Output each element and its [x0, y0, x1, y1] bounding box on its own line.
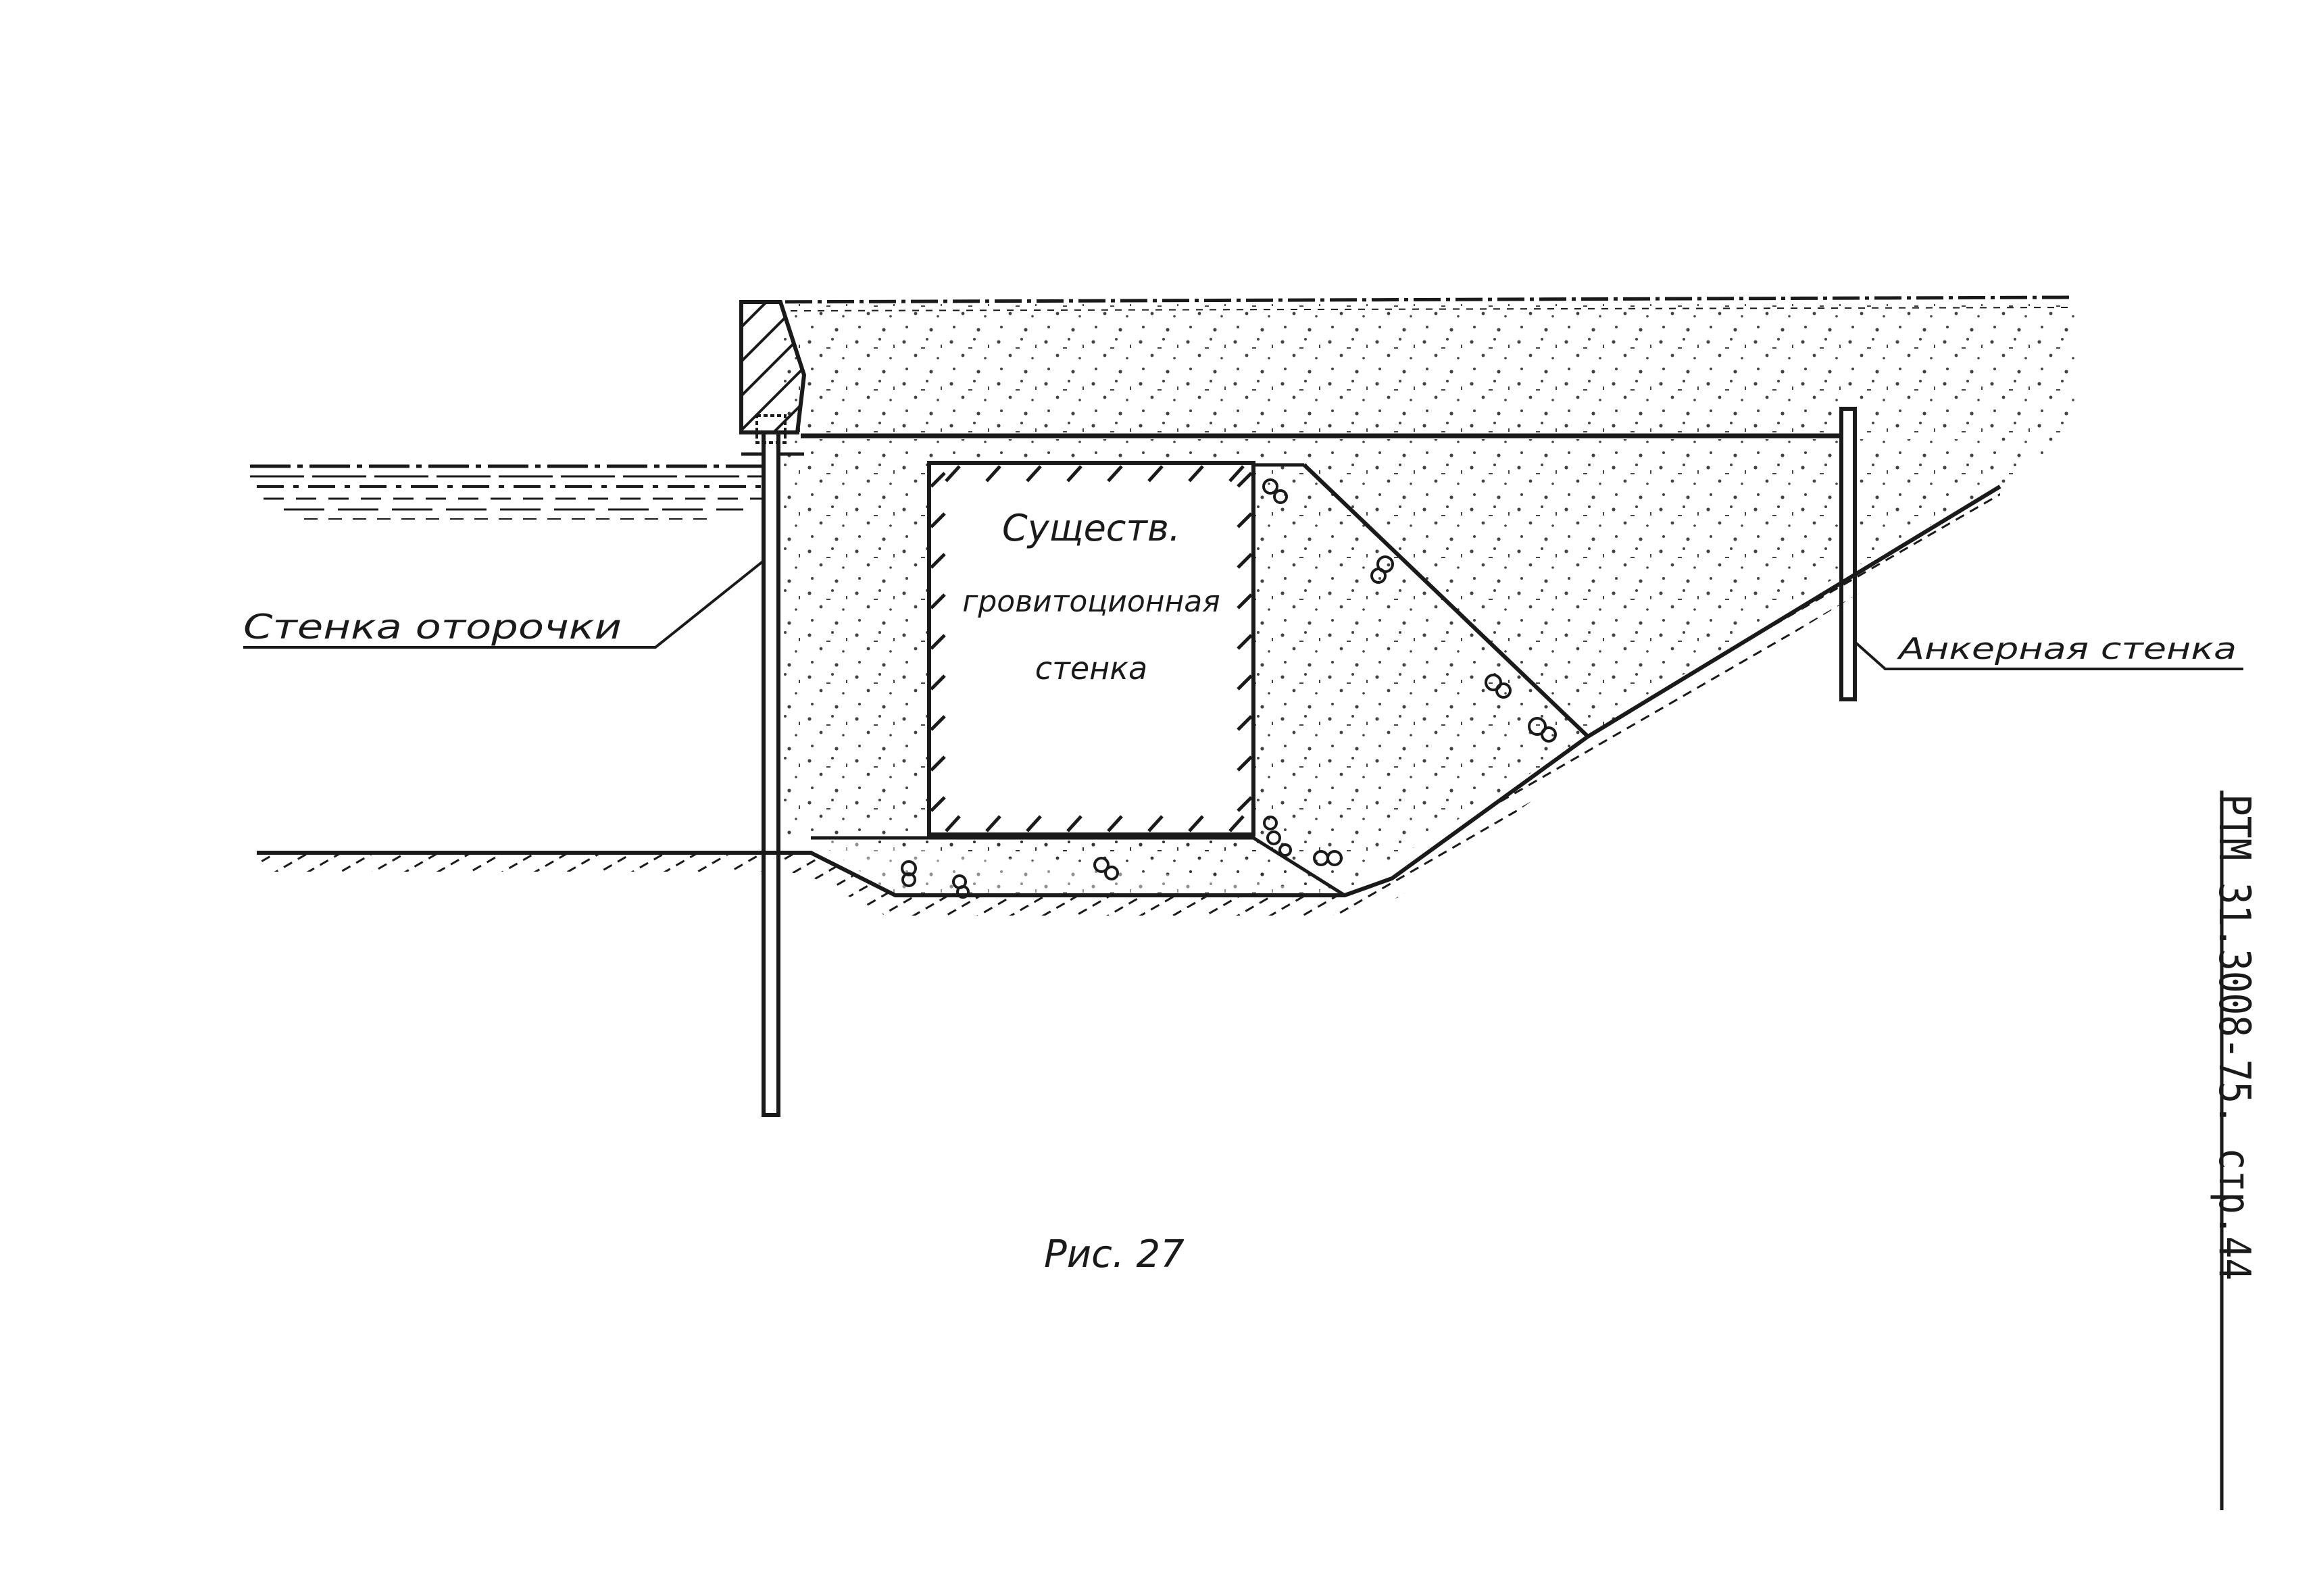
sand-fill-upper	[784, 304, 2074, 432]
gravity-wall-hatch-left	[930, 472, 946, 812]
edge-wall-label: Стенка оторочки	[243, 607, 622, 647]
existing-gravity-wall	[927, 461, 1255, 837]
front-sheet-pile-wall	[762, 430, 780, 1117]
ground-surface-line-2	[790, 307, 2075, 311]
anchor-wall-label: Анкерная стенка	[1896, 632, 2237, 666]
front-wall-connection	[755, 414, 787, 444]
existing-wall-label-line1: Существ.	[1002, 507, 1180, 549]
seabed-soil-left	[257, 853, 764, 872]
anchor-wall-leader	[1853, 641, 2243, 670]
sand-fill-right	[2000, 432, 2074, 487]
document-stamp: РТМ 31.3008-75. стр.44	[2209, 794, 2259, 1280]
stone-prism-slope	[1302, 463, 1590, 739]
anchor-wall	[1839, 407, 1857, 701]
gravity-wall-hatch-bottom	[945, 815, 1245, 832]
figure-caption: Рис. 27	[1044, 1232, 1185, 1276]
ground-surface-line	[743, 295, 2075, 304]
water-surface	[250, 464, 762, 520]
edge-wall-leader	[243, 559, 765, 649]
gravity-wall-hatch-top	[945, 465, 1245, 482]
gravity-wall-hatch-right	[1237, 472, 1253, 812]
document-stamp-text: РТМ 31.3008-75. стр.44	[2209, 794, 2259, 1280]
existing-wall-label-line3: стенка	[1035, 650, 1147, 687]
foundation-bed-fill	[811, 838, 1345, 895]
cope-beam	[739, 300, 807, 434]
existing-wall-label-line2: гровитоционная	[962, 584, 1220, 619]
